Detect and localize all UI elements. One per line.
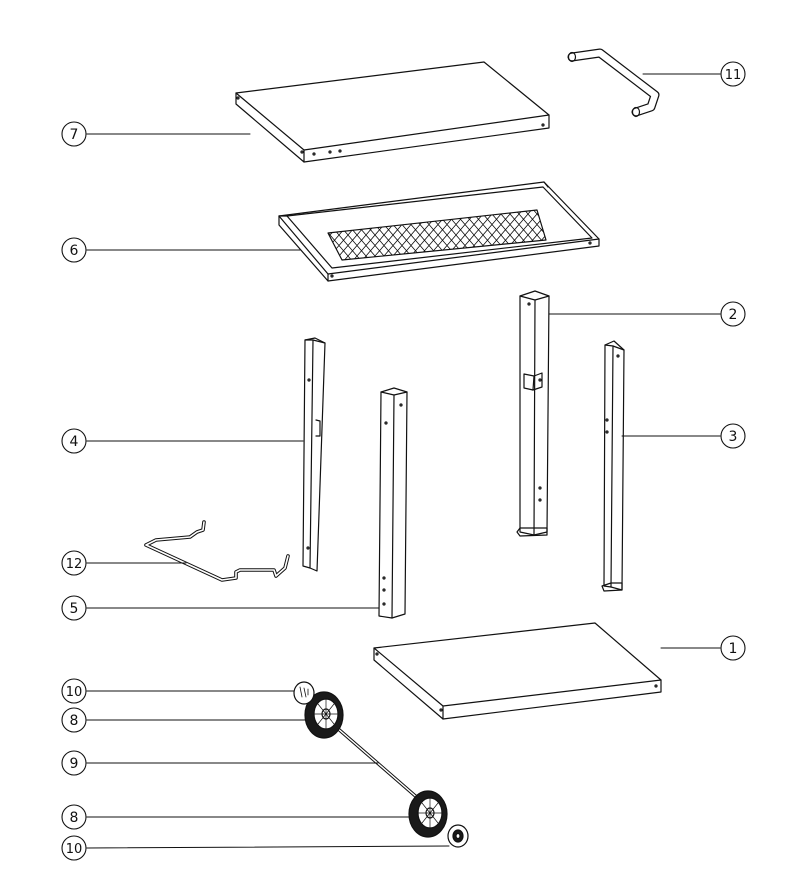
part-mesh-tray xyxy=(278,181,600,282)
svg-text:12: 12 xyxy=(66,557,83,572)
part-wheel-upper xyxy=(304,691,344,739)
svg-text:4: 4 xyxy=(70,434,79,450)
svg-text:3: 3 xyxy=(729,429,738,445)
callout-10-upper: 10 xyxy=(61,678,87,704)
svg-text:11: 11 xyxy=(725,68,742,83)
part-bottom-shelf xyxy=(373,622,662,720)
callout-2: 2 xyxy=(720,301,746,327)
callout-6: 6 xyxy=(61,237,87,263)
callout-10-lower: 10 xyxy=(61,835,87,861)
callout-12: 12 xyxy=(61,550,87,576)
callout-9: 9 xyxy=(61,750,87,776)
svg-text:8: 8 xyxy=(70,810,79,826)
leader-10b xyxy=(86,845,450,849)
svg-text:1: 1 xyxy=(729,641,738,657)
leader-lines xyxy=(86,73,721,849)
part-wheel-lower xyxy=(408,790,448,838)
svg-text:10: 10 xyxy=(66,842,83,857)
svg-text:2: 2 xyxy=(729,307,738,323)
part-leg-2 xyxy=(516,290,550,537)
callout-5: 5 xyxy=(61,595,87,621)
svg-text:5: 5 xyxy=(70,601,79,617)
part-leg-5 xyxy=(378,387,408,619)
callout-8-lower: 8 xyxy=(61,804,87,830)
callout-7: 7 xyxy=(61,121,87,147)
part-wire-bracket xyxy=(144,520,290,582)
svg-text:10: 10 xyxy=(66,685,83,700)
svg-text:7: 7 xyxy=(70,127,79,143)
callout-4: 4 xyxy=(61,428,87,454)
callout-8-upper: 8 xyxy=(61,707,87,733)
svg-text:8: 8 xyxy=(70,713,79,729)
callout-11: 11 xyxy=(720,61,746,87)
part-leg-4 xyxy=(302,337,326,572)
part-handle xyxy=(567,48,660,118)
part-hubcap-upper xyxy=(293,681,315,705)
part-hubcap-lower xyxy=(447,824,469,848)
svg-text:9: 9 xyxy=(70,756,79,772)
callouts: 1 2 3 4 5 6 7 8 8 9 10 10 11 12 xyxy=(61,61,746,861)
part-top-shelf xyxy=(235,61,550,163)
callout-1: 1 xyxy=(720,635,746,661)
svg-text:6: 6 xyxy=(70,243,79,259)
callout-3: 3 xyxy=(720,423,746,449)
part-leg-3 xyxy=(601,340,625,592)
